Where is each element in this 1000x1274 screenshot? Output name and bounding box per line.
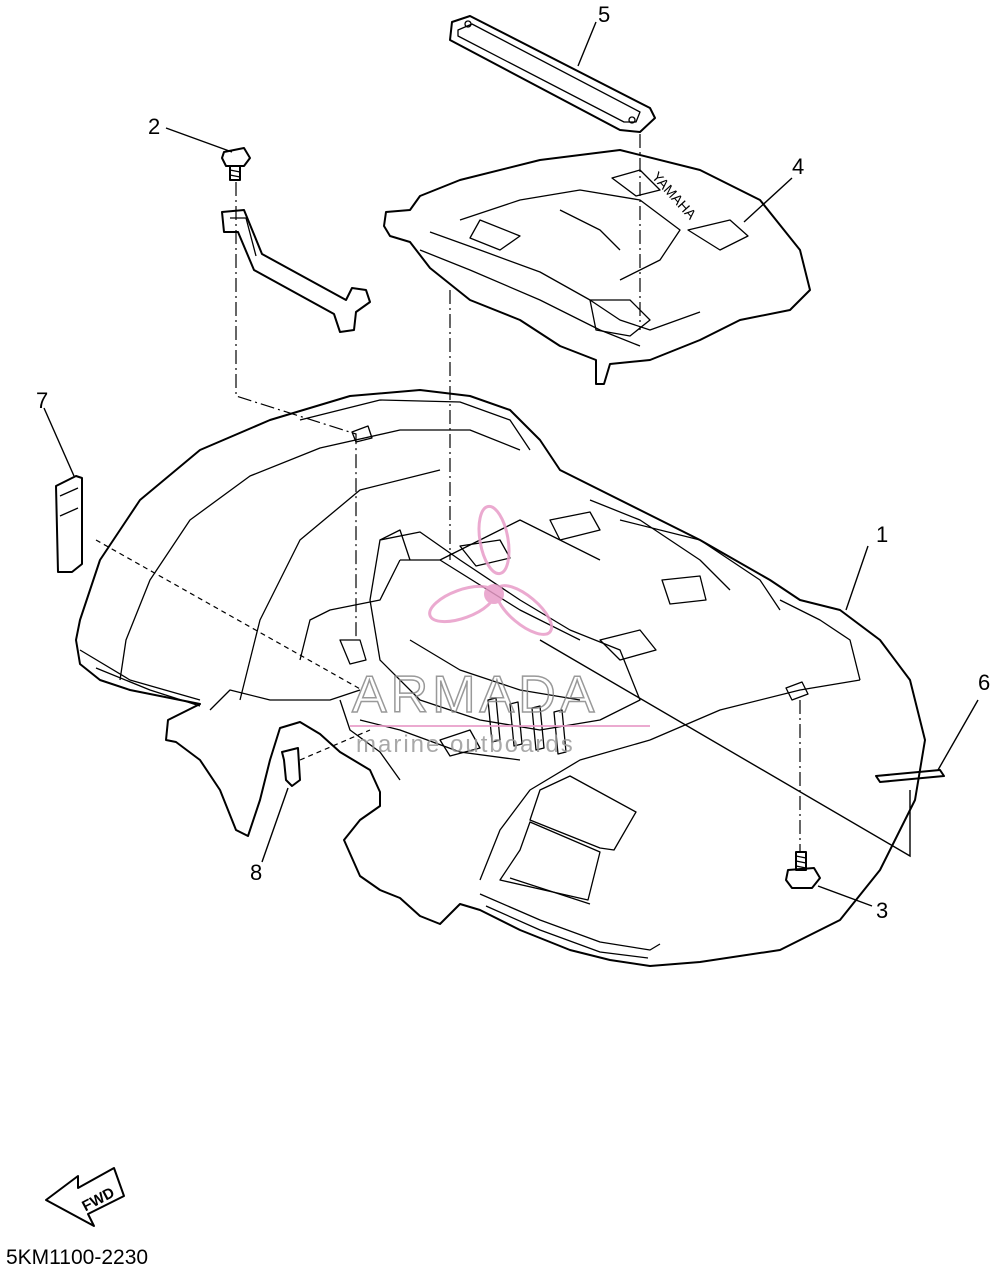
callout-4: 4 [792, 154, 804, 179]
fwd-arrow: FWD [45, 1167, 125, 1227]
part-2-bracket [221, 209, 371, 333]
callout-2: 2 [148, 114, 160, 139]
watermark-tagline: marine outboards [356, 731, 575, 758]
callout-7: 7 [36, 388, 48, 413]
callout-5: 5 [598, 2, 610, 27]
part-7-reflector [55, 475, 83, 573]
part-8-clip [281, 747, 301, 787]
part-5-strap [449, 15, 656, 133]
watermark-brand: ARMADA [352, 666, 598, 724]
callout-8: 8 [250, 860, 262, 885]
callout-6: 6 [978, 670, 990, 695]
part-2-bolt [221, 147, 251, 181]
part-6-strip [875, 769, 945, 783]
fwd-label: FWD [79, 1184, 117, 1215]
part-4-carrier: YAMAHA [383, 149, 811, 385]
watermark: ARMADA marine outboards [350, 504, 650, 758]
diagram-code: 5KM1100-2230 [6, 1246, 148, 1269]
callout-1: 1 [876, 522, 888, 547]
propeller-logo [428, 504, 554, 636]
assembly-lines [95, 134, 911, 858]
yamaha-stamp: YAMAHA [649, 168, 700, 222]
callout-labels: 1 2 3 4 5 6 7 8 [36, 2, 990, 923]
callout-3: 3 [876, 898, 888, 923]
leader-lines [43, 21, 979, 907]
part-3-bolt [785, 851, 821, 889]
